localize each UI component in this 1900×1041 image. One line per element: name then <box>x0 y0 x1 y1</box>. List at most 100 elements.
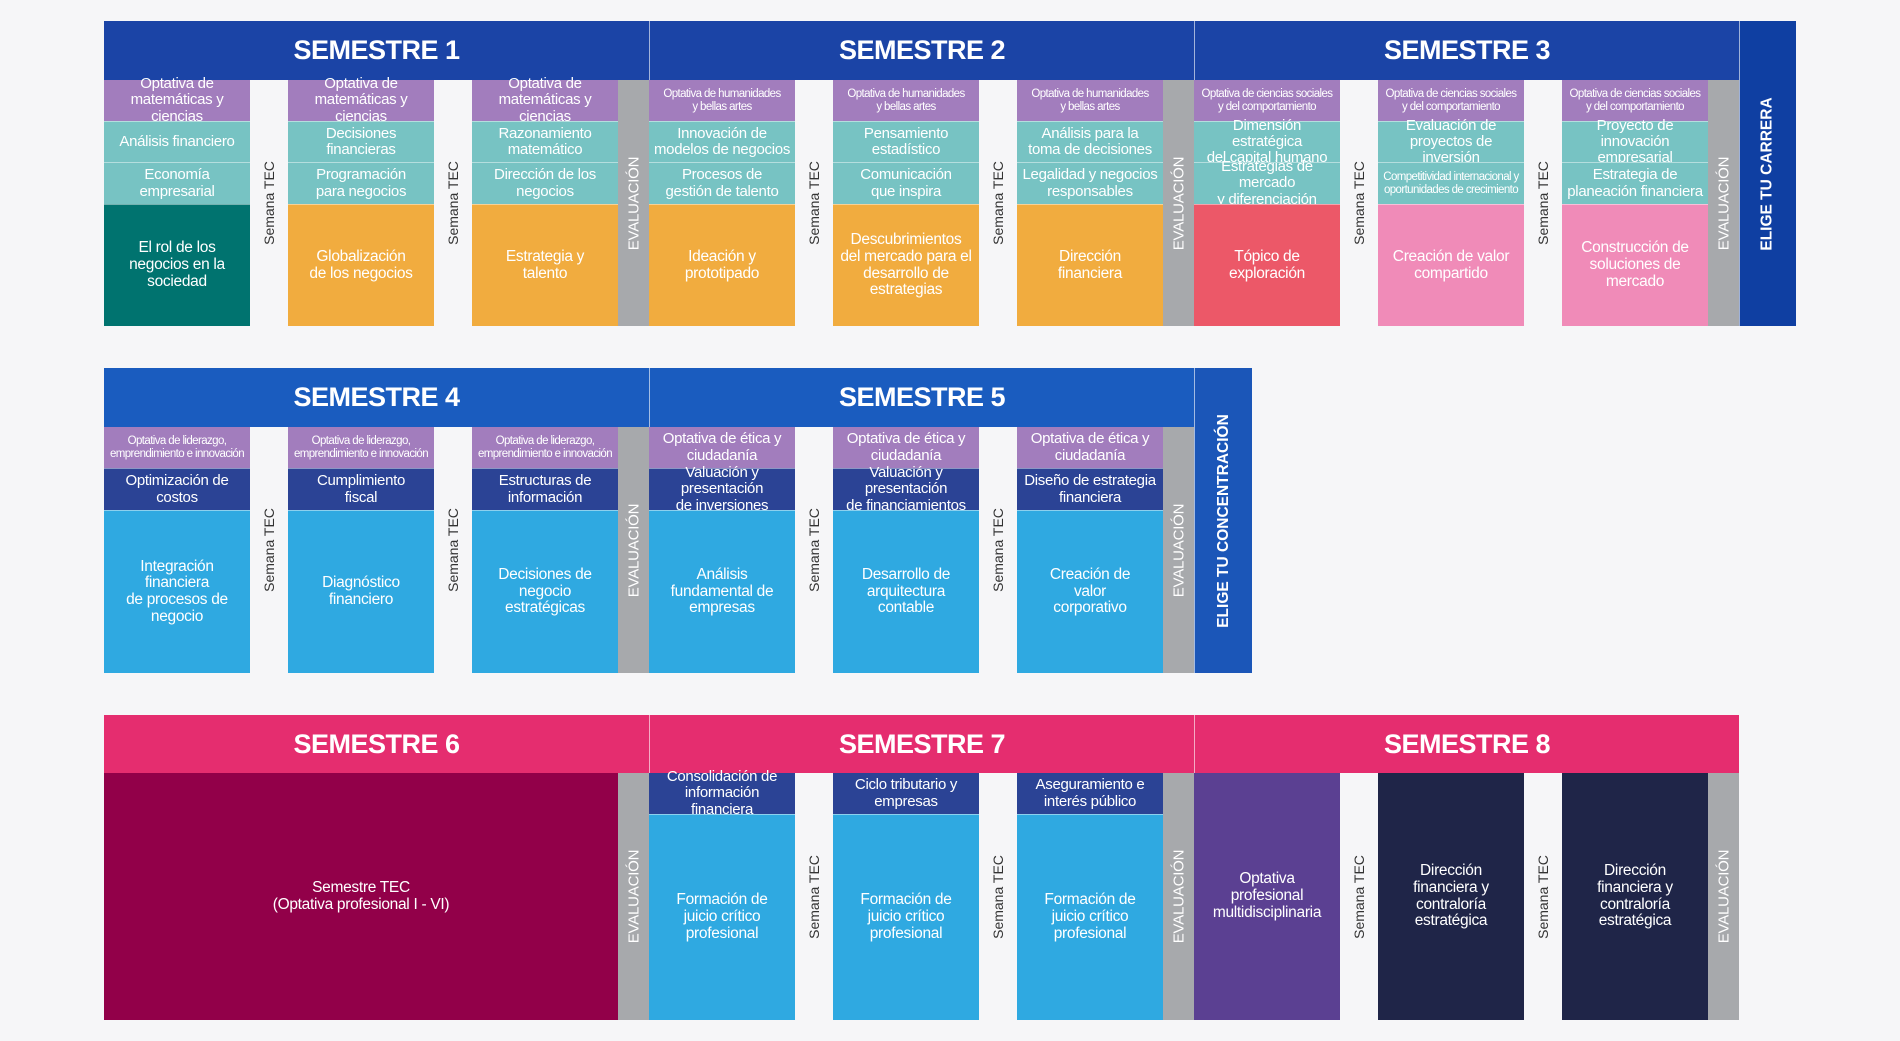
course-s1-col2-row2: Decisiones financieras <box>288 121 434 162</box>
semana-tec-r1-s1-2: Semana TEC <box>434 80 472 326</box>
course-s1-col9-row2: Proyecto de innovación empresarial <box>1562 117 1708 166</box>
course-s1-col9-row3: Estrategia de planeación financiera <box>1562 162 1708 204</box>
course-r2-col6-row3: Creación de valor corporativo <box>1017 510 1163 673</box>
course-s1-col1-row3: Economía empresarial <box>104 162 250 204</box>
evaluacion-r3-s7: EVALUACIÓN <box>1163 773 1194 1020</box>
course-s1-col6-row2: Análisis para la toma de decisiones <box>1017 121 1163 162</box>
semester-8-header: SEMESTRE 8 <box>1194 715 1739 773</box>
semana-tec-r3-s7-1: Semana TEC <box>795 773 833 1020</box>
course-r2-col2-row3: Diagnóstico financiero <box>288 510 434 673</box>
course-s1-col5-row1: Optativa de humanidades y bellas artes <box>833 80 979 121</box>
semana-tec-r2-s4-2: Semana TEC <box>434 427 472 673</box>
elige-carrera-label: ELIGE TU CARRERA <box>1739 21 1796 326</box>
semana-tec-r1-s3-2-text: Semana TEC <box>1535 161 1551 245</box>
semana-tec-r3-s7-2: Semana TEC <box>979 773 1017 1020</box>
course-s1-col2-row4: Globalización de los negocios <box>288 204 434 326</box>
course-s1-col4-row1: Optativa de humanidades y bellas artes <box>649 80 795 121</box>
elige-carrera-label-text: ELIGE TU CARRERA <box>1759 96 1777 251</box>
course-s7-col1-row1: Consolidación de información financiera <box>649 769 795 817</box>
course-s1-col7-row3: Estrategias de mercado y diferenciación <box>1194 159 1340 207</box>
course-s7-col3-row1: Aseguramiento e interés público <box>1017 773 1163 814</box>
course-s1-col8-row4: Creación de valor compartido <box>1378 204 1524 326</box>
course-r2-col6-row2: Diseño de estrategia financiera <box>1017 468 1163 510</box>
course-r2-col3-row1: Optativa de liderazgo, emprendimiento e … <box>472 427 618 468</box>
course-s7-col1-row2: Formación de juicio crítico profesional <box>649 814 795 1020</box>
course-r2-col6-row1: Optativa de ética y ciudadanía <box>1017 427 1163 468</box>
course-s8-col3: Dirección financiera y contraloría estra… <box>1562 773 1708 1020</box>
course-r2-col3-row3: Decisiones de negocio estratégicas <box>472 510 618 673</box>
evaluacion-r1-s2-text: EVALUACIÓN <box>1170 156 1187 250</box>
semester-4-header: SEMESTRE 4 <box>104 368 649 427</box>
course-r2-col5-row3: Desarrollo de arquitectura contable <box>833 510 979 673</box>
elige-concentracion-label-text: ELIGE TU CONCENTRACIÓN <box>1214 413 1232 628</box>
course-s1-col9-row4: Construcción de soluciones de mercado <box>1562 204 1708 326</box>
semana-tec-r1-s1-1-text: Semana TEC <box>261 161 277 245</box>
semana-tec-r1-s2-2: Semana TEC <box>979 80 1017 326</box>
course-s1-col3-row1: Optativa de matemáticas y ciencias <box>472 76 618 124</box>
course-s1-col5-row2: Pensamiento estadístico <box>833 121 979 162</box>
semana-tec-r1-s3-1-text: Semana TEC <box>1351 161 1367 245</box>
course-s1-col4-row2: Innovación de modelos de negocios <box>649 121 795 162</box>
evaluacion-r2-s5-text: EVALUACIÓN <box>1170 503 1187 597</box>
semester-7-header: SEMESTRE 7 <box>649 715 1194 773</box>
semana-tec-r3-s8-2-text: Semana TEC <box>1535 854 1551 939</box>
course-s1-col6-row1: Optativa de humanidades y bellas artes <box>1017 80 1163 121</box>
course-s1-col4-row3: Procesos de gestión de talento <box>649 162 795 204</box>
semana-tec-r2-s5-1: Semana TEC <box>795 427 833 673</box>
elige-concentracion-label: ELIGE TU CONCENTRACIÓN <box>1194 368 1252 673</box>
semester-5-header: SEMESTRE 5 <box>649 368 1194 427</box>
evaluacion-r2-s5: EVALUACIÓN <box>1163 427 1194 673</box>
course-r2-col4-row2: Valuación y presentación de inversiones <box>649 465 795 513</box>
course-r2-col5-row1: Optativa de ética y ciudadanía <box>833 427 979 468</box>
course-s1-col3-row4: Estrategia y talento <box>472 204 618 326</box>
course-r2-col1-row3: Integración financiera de procesos de ne… <box>104 510 250 673</box>
semana-tec-r2-s4-1: Semana TEC <box>250 427 288 673</box>
course-s7-col2-row2: Formación de juicio crítico profesional <box>833 814 979 1020</box>
evaluacion-r3-s7-text: EVALUACIÓN <box>1170 849 1187 944</box>
evaluacion-r1-s1-text: EVALUACIÓN <box>625 156 642 250</box>
course-s1-col1-row2: Análisis financiero <box>104 121 250 162</box>
evaluacion-r1-s1: EVALUACIÓN <box>618 80 649 326</box>
evaluacion-r1-s3: EVALUACIÓN <box>1708 80 1739 326</box>
course-s1-col7-row2: Dimensión estratégica del capital humano <box>1194 117 1340 166</box>
course-s1-col2-row3: Programación para negocios <box>288 162 434 204</box>
course-s1-col3-row2: Razonamiento matemático <box>472 121 618 162</box>
course-s1-col1-row1: Optativa de matemáticas y ciencias <box>104 76 250 124</box>
course-s1-col5-row3: Comunicación que inspira <box>833 162 979 204</box>
course-r2-col2-row1: Optativa de liderazgo, emprendimiento e … <box>288 427 434 468</box>
evaluacion-r3-s8-text: EVALUACIÓN <box>1715 849 1732 944</box>
course-s1-col5-row4: Descubrimientos del mercado para el desa… <box>833 204 979 326</box>
course-s1-col6-row3: Legalidad y negocios responsables <box>1017 162 1163 204</box>
course-s1-col9-row1: Optativa de ciencias sociales y del comp… <box>1562 80 1708 121</box>
semana-tec-r1-s2-1-text: Semana TEC <box>806 161 822 245</box>
course-r2-col2-row2: Cumplimiento fiscal <box>288 468 434 510</box>
course-s8-col2: Dirección financiera y contraloría estra… <box>1378 773 1524 1020</box>
course-r2-col5-row2: Valuación y presentación de financiamien… <box>833 465 979 513</box>
semana-tec-r1-s1-2-text: Semana TEC <box>445 161 461 245</box>
semana-tec-r2-s5-2-text: Semana TEC <box>990 508 1006 592</box>
course-s7-col3-row2: Formación de juicio crítico profesional <box>1017 814 1163 1020</box>
course-r2-col4-row3: Análisis fundamental de empresas <box>649 510 795 673</box>
semana-tec-r2-s4-1-text: Semana TEC <box>261 508 277 592</box>
course-r2-col1-row2: Optimización de costos <box>104 468 250 510</box>
semana-tec-r3-s8-1-text: Semana TEC <box>1351 854 1367 939</box>
semester-3-header: SEMESTRE 3 <box>1194 21 1739 80</box>
evaluacion-r3-s6: EVALUACIÓN <box>618 773 649 1020</box>
course-s1-col6-row4: Dirección financiera <box>1017 204 1163 326</box>
evaluacion-r3-s8: EVALUACIÓN <box>1708 773 1739 1020</box>
course-s1-col3-row3: Dirección de los negocios <box>472 162 618 204</box>
semana-tec-r2-s4-2-text: Semana TEC <box>445 508 461 592</box>
evaluacion-r1-s2: EVALUACIÓN <box>1163 80 1194 326</box>
course-s1-col2-row1: Optativa de matemáticas y ciencias <box>288 76 434 124</box>
semana-tec-r1-s2-1: Semana TEC <box>795 80 833 326</box>
semester-6-header: SEMESTRE 6 <box>104 715 649 773</box>
course-s1-col7-row1: Optativa de ciencias sociales y del comp… <box>1194 80 1340 121</box>
semana-tec-r1-s3-2: Semana TEC <box>1524 80 1562 326</box>
semana-tec-r3-s7-2-text: Semana TEC <box>990 854 1006 939</box>
semana-tec-r3-s8-1: Semana TEC <box>1340 773 1378 1020</box>
semana-tec-r3-s7-1-text: Semana TEC <box>806 854 822 939</box>
semester-1-header: SEMESTRE 1 <box>104 21 649 80</box>
course-s1-col4-row4: Ideación y prototipado <box>649 204 795 326</box>
evaluacion-r3-s6-text: EVALUACIÓN <box>625 849 642 944</box>
